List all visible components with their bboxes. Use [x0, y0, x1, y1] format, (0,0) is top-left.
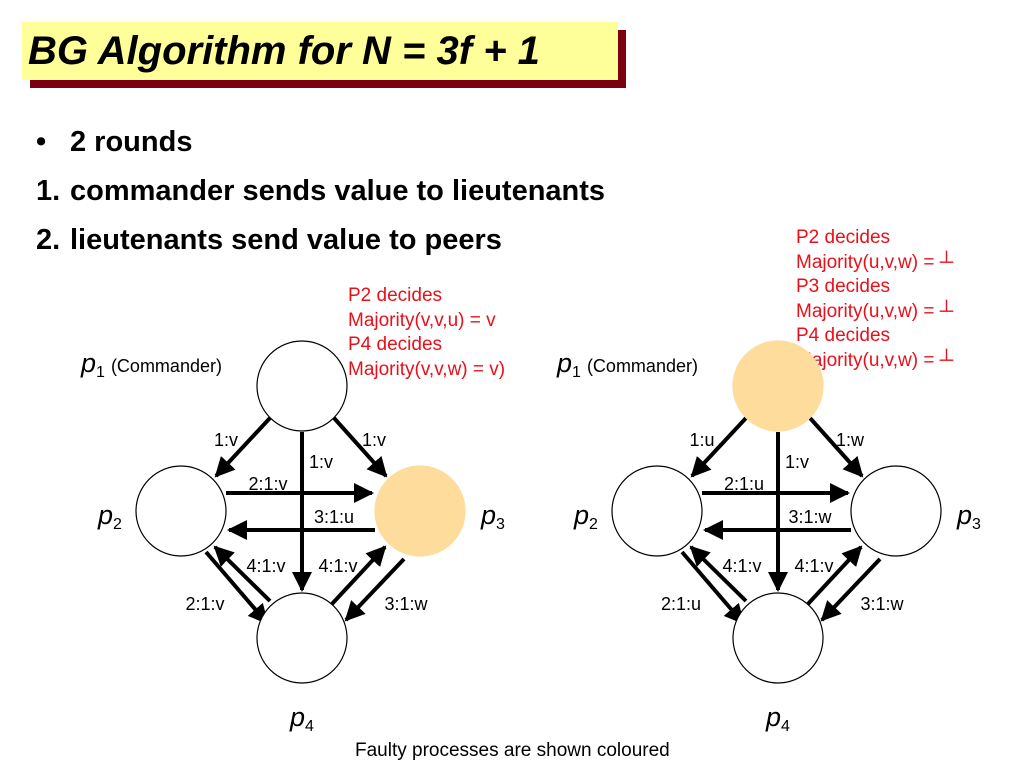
- edge-label-p3-p4: 3:1:w: [860, 594, 904, 614]
- bullet-marker: 2.: [36, 224, 61, 256]
- note-line: Majority(u,v,w) = ┴: [796, 251, 954, 273]
- right-decision-note: P2 decides Majority(u,v,w) = ┴ P3 decide…: [796, 226, 953, 373]
- node-subscript: 3: [496, 516, 505, 533]
- edge-p2-p4: [204, 550, 269, 625]
- edge-label-p3-p2: 3:1:w: [788, 507, 832, 527]
- node-letter: p: [289, 702, 305, 732]
- node-letter: p: [97, 500, 113, 530]
- edge-label-c-p3: 1:w: [836, 430, 865, 450]
- note-line: P4 decides: [796, 325, 891, 346]
- node-subscript: 2: [113, 516, 122, 533]
- node-letter: p: [80, 348, 96, 378]
- node-p4: [256, 592, 348, 684]
- edge-p4-p3: [805, 545, 863, 607]
- bullet-item: • 2 rounds: [36, 118, 605, 167]
- node-p4: [732, 592, 824, 684]
- node-p1: [256, 340, 348, 432]
- edge-p4-p2: [213, 545, 272, 603]
- edge-label-c-p2: 1:v: [214, 430, 238, 450]
- edge-c-p2: [690, 416, 748, 478]
- edge-label-p2-p3: 2:1:v: [248, 474, 287, 494]
- edge-c-p2: [214, 416, 272, 478]
- edge-p3-p4: [344, 557, 406, 622]
- node-subscript: 3: [972, 516, 981, 533]
- node-letter: p: [556, 348, 572, 378]
- note-line: P2 decides: [796, 227, 891, 248]
- node-label-p2: p2: [573, 500, 598, 533]
- node-letter: p: [765, 702, 781, 732]
- node-p2: [135, 465, 227, 557]
- edge-label-p4-p2: 4:1:v: [246, 556, 285, 576]
- node-label-p4: p4: [765, 702, 790, 735]
- node-p1-faulty: [732, 340, 824, 432]
- node-subscript: 2: [589, 516, 598, 533]
- edge-label-p2-p4: 2:1:v: [185, 594, 224, 614]
- node-subscript: 1: [96, 364, 105, 381]
- node-label-p4: p4: [289, 702, 314, 735]
- edge-label-c-p3: 1:v: [362, 430, 386, 450]
- node-label-p2: p2: [97, 500, 122, 533]
- node-role: (Commander): [111, 356, 222, 376]
- edge-p4-p2: [689, 545, 748, 603]
- node-letter: p: [956, 500, 972, 530]
- edge-p3-p4: [820, 557, 882, 622]
- edge-p2-p4: [680, 550, 745, 625]
- bullet-text: 2 rounds: [70, 126, 193, 158]
- note-line: Majority(v,v,w) = v): [348, 358, 506, 380]
- node-label-p3: p3: [956, 500, 981, 533]
- left-decision-note: P2 decides Majority(v,v,u) = v P4 decide…: [348, 284, 505, 382]
- edge-p4-p3: [329, 545, 387, 607]
- node-subscript: 1: [572, 364, 581, 381]
- node-p3-faulty: [374, 465, 466, 557]
- bullet-text: commander sends value to lieutenants: [70, 175, 606, 207]
- bullet-item: 1. commander sends value to lieutenants: [36, 167, 605, 216]
- node-subscript: 4: [781, 718, 790, 735]
- edge-c-p3: [808, 416, 864, 478]
- node-p3: [850, 465, 942, 557]
- bullet-marker: •: [36, 126, 47, 158]
- edge-label-c-p2: 1:u: [689, 430, 714, 450]
- node-label-p3: p3: [480, 500, 505, 533]
- bullet-marker: 1.: [36, 175, 61, 207]
- edge-label-p4-p3: 4:1:v: [794, 556, 833, 576]
- slide-title: BG Algorithm for N = 3f + 1: [22, 22, 618, 80]
- bullet-item: 2. lieutenants send value to peers: [36, 216, 605, 265]
- node-letter: p: [480, 500, 496, 530]
- edge-label-p3-p2: 3:1:u: [314, 507, 354, 527]
- note-line: P4 decides: [348, 334, 443, 355]
- edge-label-p2-p3: 2:1:u: [724, 474, 764, 494]
- note-line: P2 decides: [348, 285, 443, 306]
- note-line: Majority(u,v,w) = ┴: [796, 300, 954, 322]
- node-role: (Commander): [587, 356, 698, 376]
- footer-caption: Faulty processes are shown coloured: [355, 740, 670, 761]
- node-p2: [611, 465, 703, 557]
- node-subscript: 4: [305, 718, 314, 735]
- note-line: Majority(v,v,u) = v: [348, 309, 496, 331]
- note-line: P3 decides: [796, 276, 891, 297]
- edge-label-p4-p2: 4:1:v: [722, 556, 761, 576]
- node-label-p1: p1 (Commander): [80, 348, 222, 381]
- node-letter: p: [573, 500, 589, 530]
- node-label-p1: p1 (Commander): [556, 348, 698, 381]
- edge-label-c-p4: 1:v: [785, 452, 809, 472]
- bullet-text: lieutenants send value to peers: [70, 224, 502, 256]
- edge-c-p3: [332, 416, 388, 478]
- bullet-list: • 2 rounds 1. commander sends value to lie…: [36, 118, 605, 265]
- edge-label-p4-p3: 4:1:v: [318, 556, 357, 576]
- edge-label-p2-p4: 2:1:u: [661, 594, 701, 614]
- edge-label-p3-p4: 3:1:w: [384, 594, 428, 614]
- note-line: Majority(u,v,w) = ┴: [796, 349, 954, 371]
- edge-label-c-p4: 1:v: [309, 452, 333, 472]
